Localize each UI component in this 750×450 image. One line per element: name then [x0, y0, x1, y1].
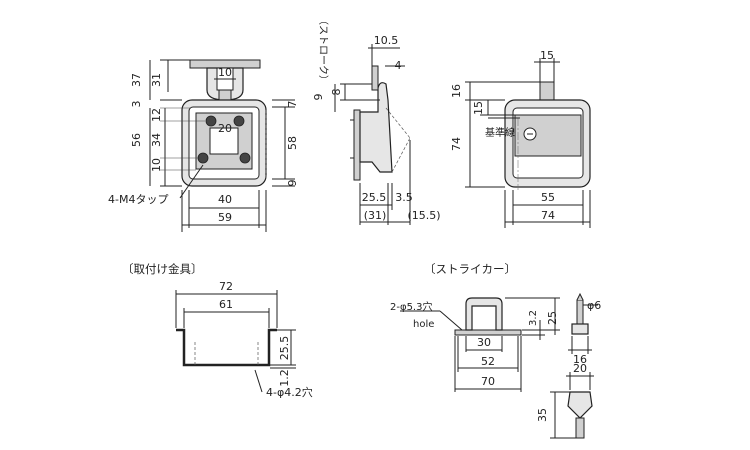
dim-front-40: 40	[218, 193, 232, 206]
dim-rear-16: 16	[450, 84, 463, 98]
dim-front-12: 12	[150, 108, 163, 122]
dim-bracket-72: 72	[219, 280, 233, 293]
dim-striker-16: 16	[573, 353, 587, 366]
front-plate-window	[209, 127, 239, 155]
side-handle	[371, 65, 379, 91]
dim-front-9: 9	[286, 180, 299, 187]
dim-side-4: 4	[395, 59, 402, 72]
striker-view: 〔ストライカー〕 2-φ5.3穴 hole 3.2 25 30 52 70	[390, 262, 601, 439]
rear-shaft	[539, 81, 555, 103]
dim-rear-74h: 74	[541, 209, 555, 222]
dim-front-56: 56	[130, 133, 143, 147]
dim-side-25-5: 25.5	[362, 191, 387, 204]
tap-label: 4-M4タップ	[108, 193, 168, 206]
dim-side-15-5: (15.5)	[407, 209, 440, 222]
dim-side-3-5: 3.5	[395, 191, 413, 204]
dim-striker-70: 70	[481, 375, 495, 388]
tap-hole-top-left	[205, 115, 217, 127]
stroke-label: （ストローク）	[317, 15, 329, 85]
side-body	[359, 82, 393, 173]
dim-rear-55: 55	[541, 191, 555, 204]
tap-hole-bottom-right	[239, 152, 251, 164]
dim-side-10-5: 10.5	[374, 34, 399, 47]
dim-front-37: 37	[130, 73, 143, 87]
dim-striker-52: 52	[481, 355, 495, 368]
tap-hole-top-right	[233, 115, 245, 127]
bracket-hole-label: 4-φ4.2穴	[266, 385, 313, 399]
dim-front-7: 7	[286, 101, 299, 108]
dim-front-59: 59	[218, 211, 232, 224]
dim-front-10: 10	[218, 66, 232, 79]
dim-bracket-1-2: 1.2	[278, 369, 291, 387]
dim-front-34: 34	[150, 133, 163, 147]
dim-striker-phi6: φ6	[587, 299, 601, 312]
dim-side-8: 8	[330, 89, 343, 96]
striker-title: 〔ストライカー〕	[424, 262, 516, 276]
striker-key-head	[567, 391, 593, 419]
bracket-title: 〔取付け金具〕	[122, 262, 203, 276]
striker-hole-label: 2-φ5.3穴	[390, 300, 432, 313]
dim-rear-74v: 74	[450, 137, 463, 151]
dim-striker-20: 20	[573, 362, 587, 375]
bracket-view: 〔取付け金具〕 72 61 25.5 1.2 4-φ4.2穴	[122, 262, 313, 399]
datum-label: 基準線	[485, 126, 515, 139]
front-view: 37 31 10 3 12 56 34 10 20 7 58 9 40 59 4…	[108, 59, 299, 232]
striker-key-shaft	[575, 417, 585, 439]
side-view: （ストローク） 10.5 4 9 8 25.5 3.5 (31) (15.5)	[312, 15, 441, 225]
striker-base	[454, 329, 522, 336]
dim-front-20: 20	[218, 122, 232, 135]
dim-bracket-25-5: 25.5	[278, 336, 291, 361]
dim-striker-35: 35	[536, 408, 549, 422]
dim-front-10b: 10	[150, 158, 163, 172]
dim-front-31: 31	[150, 73, 163, 87]
side-panel	[353, 109, 361, 181]
striker-hole-en: hole	[413, 319, 434, 330]
striker-pin-base	[571, 323, 589, 335]
tap-hole-bottom-left	[197, 152, 209, 164]
striker-pin	[576, 299, 584, 325]
dim-rear-15b: 15	[472, 101, 485, 115]
dim-rear-15: 15	[540, 49, 554, 62]
dim-front-3: 3	[130, 101, 143, 108]
dim-striker-30: 30	[477, 336, 491, 349]
dim-striker-3-2: 3.2	[528, 310, 539, 326]
dim-front-58: 58	[286, 136, 299, 150]
dim-side-31: (31)	[364, 209, 387, 222]
dim-side-9: 9	[312, 94, 325, 101]
dim-striker-25: 25	[546, 311, 559, 325]
dim-bracket-61: 61	[219, 298, 233, 311]
striker-loop	[465, 297, 503, 331]
rear-view: 15 16 15 74 基準線 55 74	[450, 49, 591, 228]
